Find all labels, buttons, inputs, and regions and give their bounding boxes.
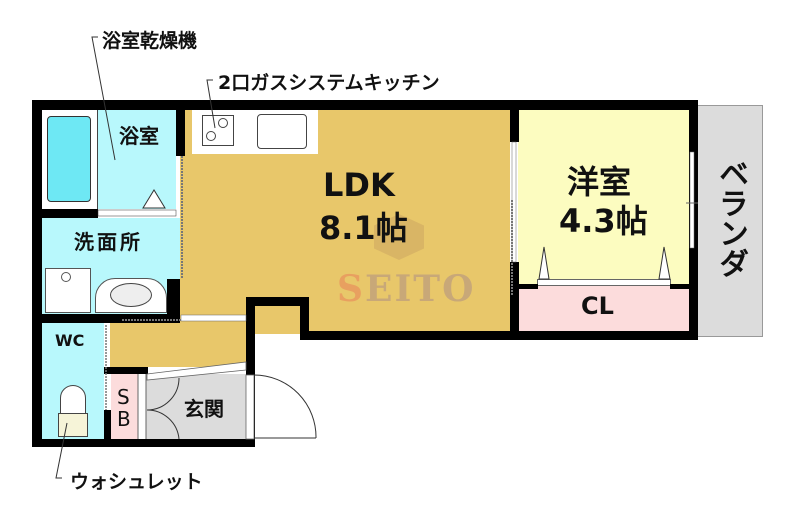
shoe-box-label-s: S [117,385,130,409]
watermark: SEITO [337,268,475,310]
watermark-logo-icon [374,214,424,260]
western-room-size: 4.3帖 [559,202,648,240]
burner-1-icon [218,118,228,128]
callout-gas-system-kitchen: 2口ガスシステムキッチン [218,72,440,94]
closet [518,286,689,331]
bathroom-label: 浴室 [119,124,159,148]
shoe-box [111,374,138,439]
bathroom [98,110,176,209]
callout-bathroom-dryer: 浴室乾燥機 [102,30,198,52]
toilet-tank-icon [58,413,88,437]
sink-basin-icon [110,283,152,307]
walls [32,100,698,447]
veranda-label: ベランダ [713,158,748,278]
bathtub-icon [47,116,91,202]
burner-2-icon [206,131,216,141]
ldk-label: LDK [323,166,395,204]
western-room [518,110,689,286]
washroom-label: 洗面所 [74,230,143,254]
closet-label: CL [581,292,614,320]
closet-door-track [537,279,671,286]
shoe-box-label-b: B [117,407,131,431]
western-room-label: 洋室 [567,163,632,201]
callout-washlet: ウォシュレット [70,471,203,493]
kitchen-sink-icon [257,114,307,149]
ldk-size: 8.1帖 [319,209,408,247]
entrance-label: 玄関 [184,397,224,421]
washing-machine-dot-icon [61,272,71,282]
watermark-first-letter: S [337,268,365,310]
watermark-rest: EITO [365,268,476,310]
ldk-corridor [110,323,246,367]
wc-label: WC [55,331,85,350]
